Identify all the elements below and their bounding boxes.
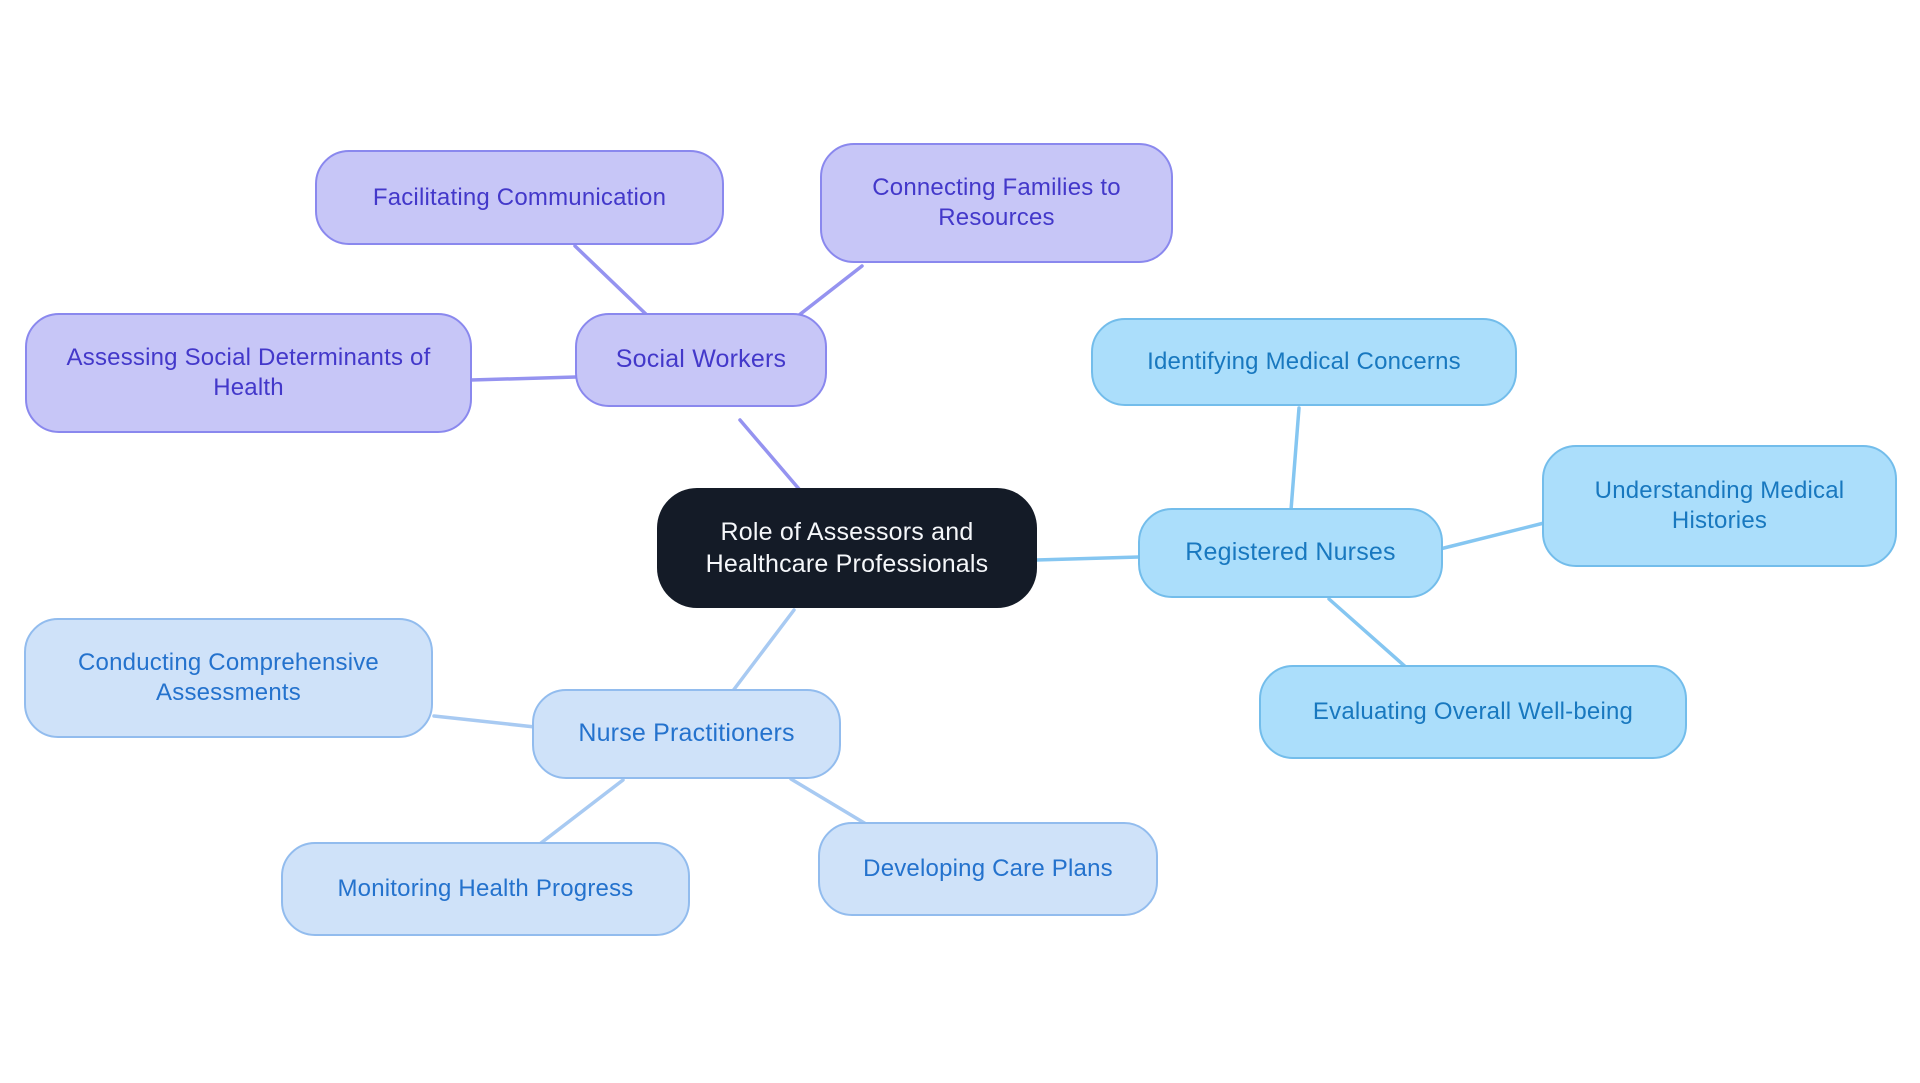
node-developing-care-plans: Developing Care Plans bbox=[818, 822, 1158, 916]
node-conducting-comprehensive-assessments: Conducting Comprehensive Assessments bbox=[24, 618, 433, 738]
edge-assessing-social-determinants-social-workers bbox=[469, 375, 578, 382]
edge-nurse-practitioners-developing-care-plans bbox=[789, 777, 873, 829]
edge-registered-nurses-understanding-medical-histories bbox=[1438, 521, 1546, 551]
node-nurse-practitioners: Nurse Practitioners bbox=[532, 689, 841, 779]
node-connecting-families-to-resources: Connecting Families to Resources bbox=[820, 143, 1173, 263]
edge-center-nurse-practitioners bbox=[727, 608, 796, 698]
edge-center-registered-nurses bbox=[1034, 555, 1141, 562]
edge-connecting-families-social-workers bbox=[792, 264, 864, 321]
edge-social-workers-center bbox=[738, 418, 801, 491]
node-identifying-medical-concerns: Identifying Medical Concerns bbox=[1091, 318, 1517, 406]
edge-identifying-medical-concerns-registered-nurses bbox=[1289, 406, 1301, 512]
node-registered-nurses: Registered Nurses bbox=[1138, 508, 1443, 598]
edge-registered-nurses-evaluating-overall-well-being bbox=[1327, 597, 1410, 671]
edge-conducting-comprehensive-assessments-nurse-practitioners bbox=[432, 714, 537, 729]
node-facilitating-communication: Facilitating Communication bbox=[315, 150, 724, 245]
node-monitoring-health-progress: Monitoring Health Progress bbox=[281, 842, 690, 936]
node-center-role-of-assessors: Role of Assessors and Healthcare Profess… bbox=[657, 488, 1037, 608]
node-understanding-medical-histories: Understanding Medical Histories bbox=[1542, 445, 1897, 567]
edge-nurse-practitioners-monitoring-health-progress bbox=[539, 778, 625, 845]
node-evaluating-overall-well-being: Evaluating Overall Well-being bbox=[1259, 665, 1687, 759]
edge-facilitating-communication-social-workers bbox=[573, 244, 653, 321]
node-assessing-social-determinants-of-health: Assessing Social Determinants of Health bbox=[25, 313, 472, 433]
node-social-workers: Social Workers bbox=[575, 313, 827, 407]
